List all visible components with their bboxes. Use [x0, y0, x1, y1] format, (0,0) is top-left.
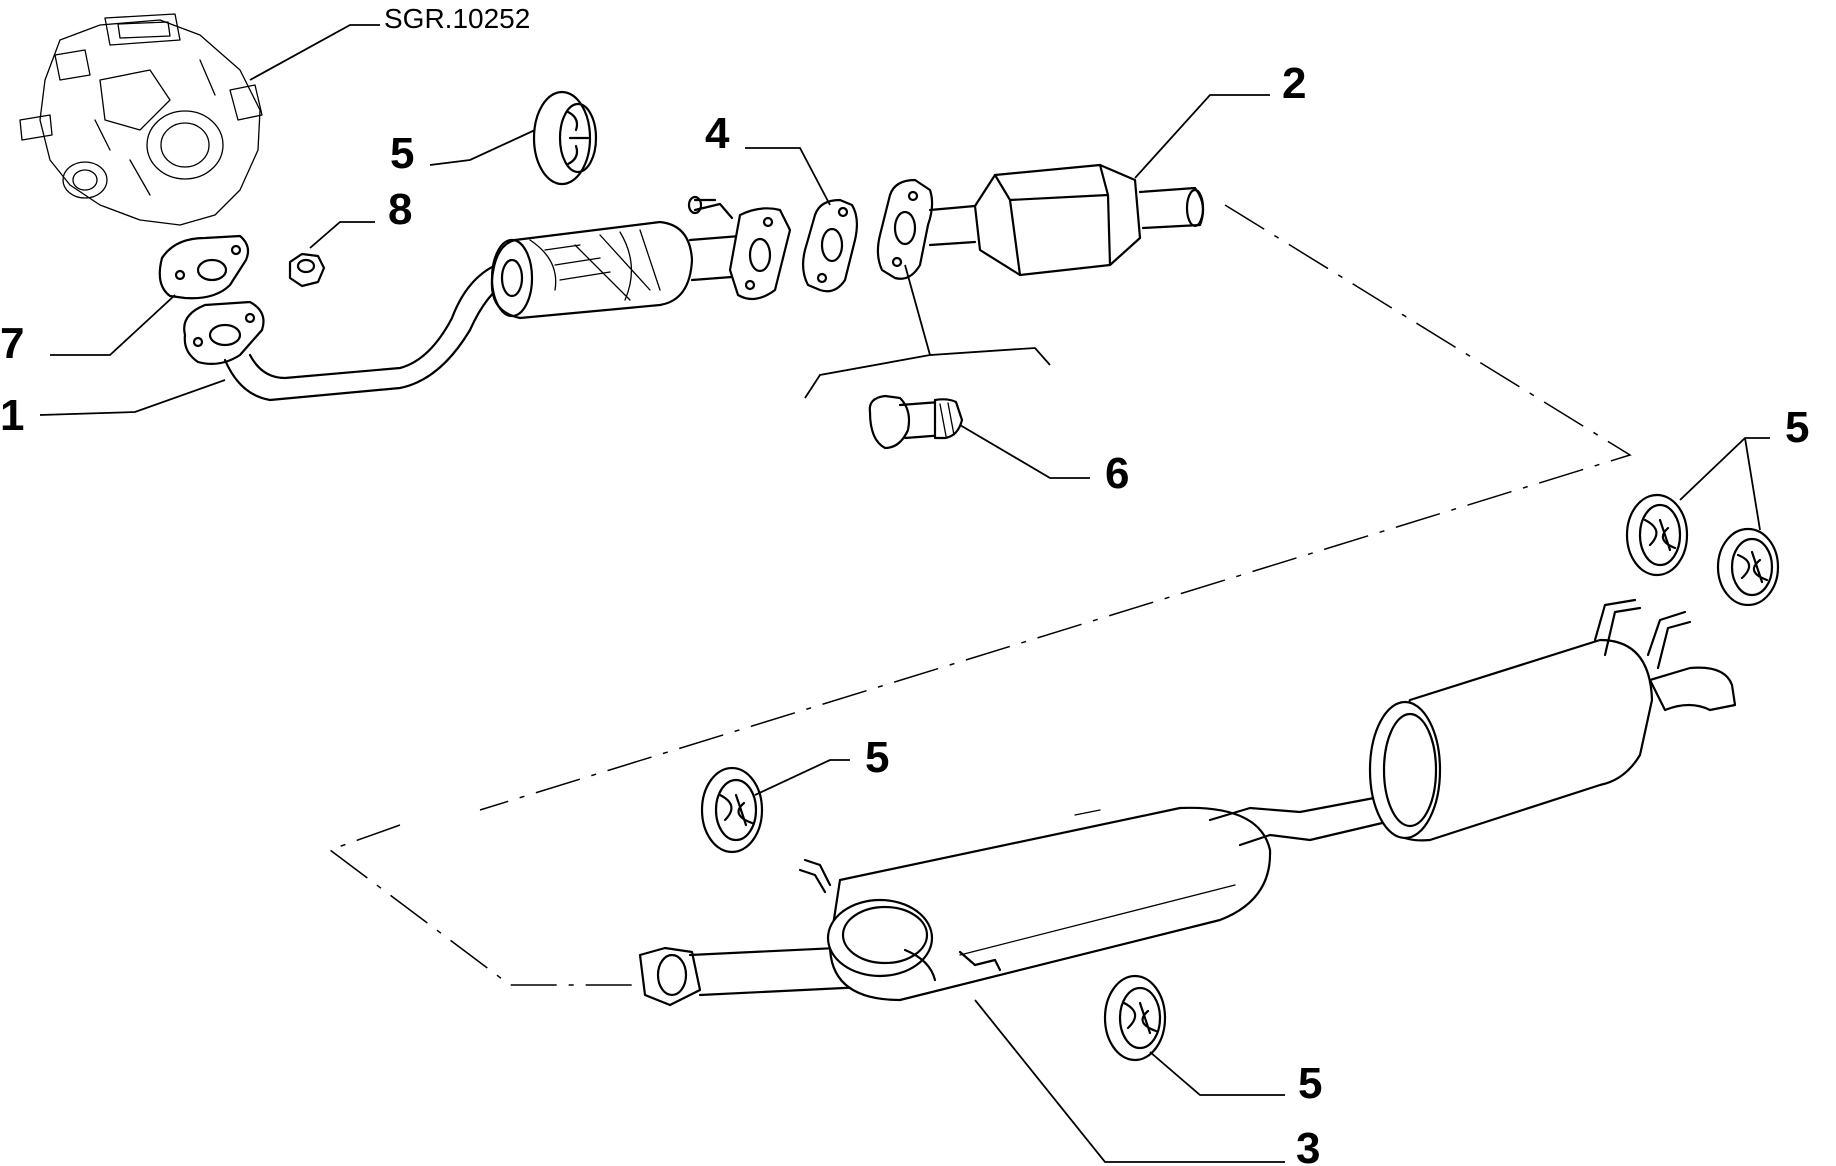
engine-illustration: [19, 13, 263, 226]
rubber-mount-right-1: [1625, 493, 1689, 577]
leader-4: [745, 147, 831, 206]
leader-5-middle: [754, 759, 850, 796]
catalytic-converter: [876, 163, 1205, 280]
exhaust-front-pipe: [183, 195, 792, 402]
leader-5-top: [429, 129, 536, 166]
leader-ref-code: [249, 24, 380, 81]
leader-1: [39, 379, 226, 416]
rubber-mount-bottom: [1103, 974, 1167, 1062]
callout-5-bottom: 5: [1298, 1059, 1322, 1108]
leader-2: [1134, 94, 1270, 179]
callout-6: 6: [1105, 449, 1129, 498]
flange-bolt: [868, 394, 964, 450]
rubber-mount-middle: [700, 766, 764, 854]
callout-5-middle: 5: [865, 733, 889, 782]
callout-7: 7: [0, 319, 24, 368]
callout-5-right: 5: [1785, 403, 1809, 452]
leader-3: [974, 999, 1285, 1163]
leader-8: [309, 221, 375, 249]
callout-4: 4: [705, 109, 730, 158]
gasket: [801, 198, 859, 293]
callout-2: 2: [1282, 59, 1306, 108]
leader-7: [50, 294, 176, 356]
nut: [288, 252, 326, 288]
reference-code: SGR.10252: [384, 3, 530, 34]
callout-8: 8: [388, 185, 412, 234]
assembly-routing-line: [328, 204, 1632, 986]
callout-1: 1: [0, 391, 24, 440]
callout-3: 3: [1296, 1124, 1320, 1166]
rubber-mount-top: [532, 90, 598, 186]
leader-5-bottom: [1149, 1051, 1285, 1096]
leader-5-right: [1679, 437, 1770, 531]
silencer-assembly: [638, 598, 1737, 1007]
manifold-gasket: [158, 234, 250, 300]
leader-6: [959, 424, 1090, 479]
rubber-mount-right-2: [1716, 527, 1780, 607]
callout-5-top: 5: [390, 129, 414, 178]
bolt-group-bracket: [804, 264, 1051, 399]
